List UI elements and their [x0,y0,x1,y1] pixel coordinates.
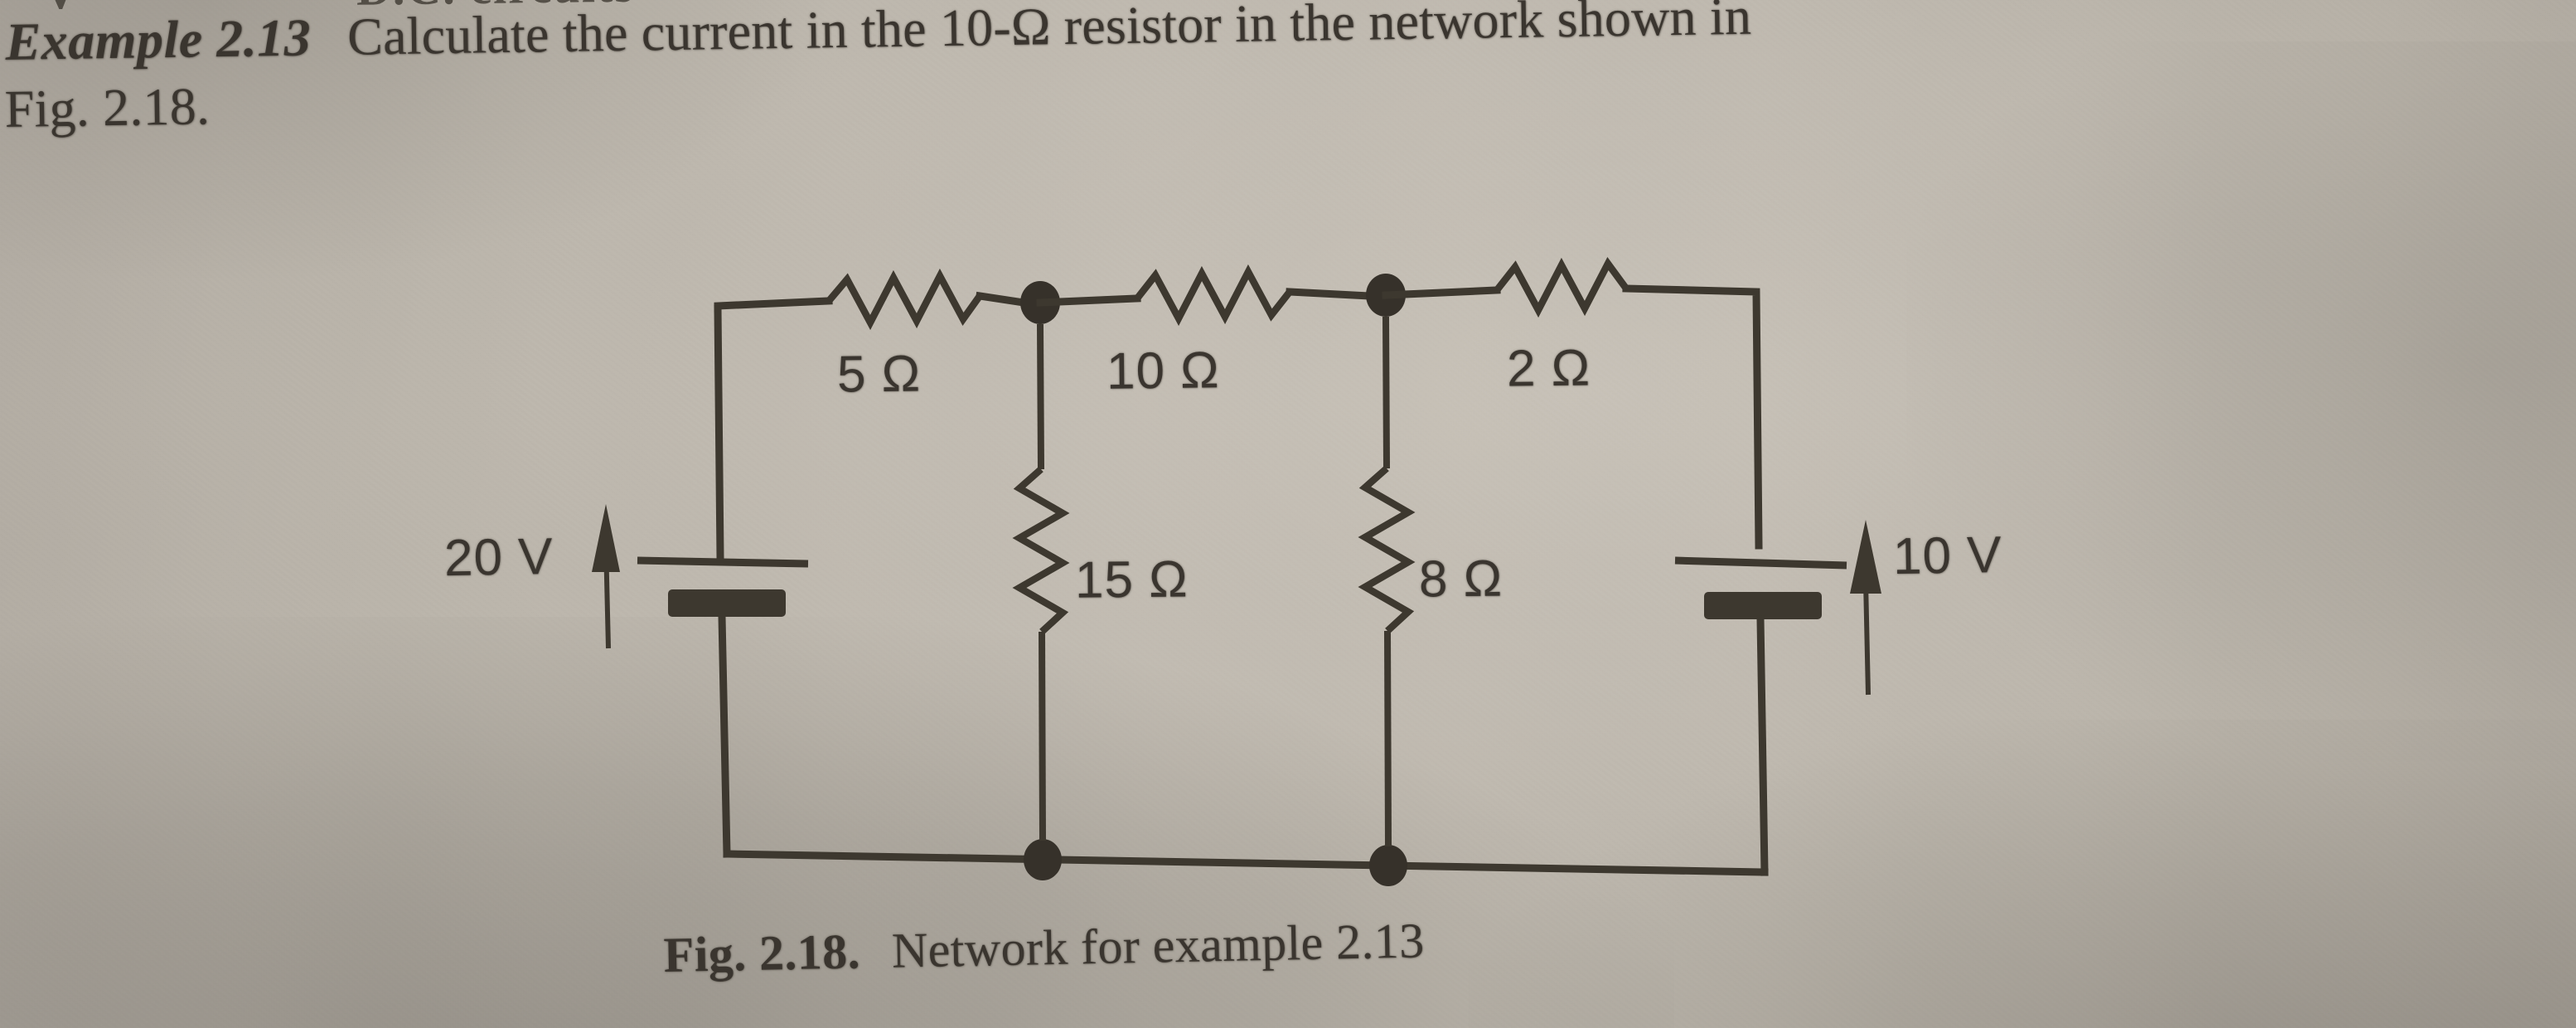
wire-left-arm-lower [718,613,731,858]
battery-20v-symbol [637,556,809,617]
label-resistor-8-ohm: 8 Ω [1418,550,1503,609]
wire-left-arm-upper [714,304,724,561]
resistor-2-ohm-symbol [1494,256,1629,318]
label-resistor-2-ohm: 2 Ω [1506,339,1591,398]
figure-title: Network for example 2.13 [891,913,1426,978]
label-resistor-10-ohm: 10 Ω [1106,342,1220,400]
node-bottom-right [1369,845,1407,886]
wire-bottom-rail [723,850,1769,876]
arrow-10v-head [1850,520,1881,594]
battery-10v-negative-plate [1704,592,1822,619]
arrow-20v-head [592,504,620,572]
wire-top-right-corner [1622,284,1763,550]
source-arrow-10v [1850,520,1881,696]
wire-8ohm-upper [1382,316,1390,469]
battery-20v-positive-plate [637,556,809,568]
wire-node1-to-10ohm [1036,294,1141,307]
wire-15ohm-lower [1039,631,1046,841]
battery-10v-positive-plate [1674,556,1847,570]
wire-8ohm-lower [1384,630,1392,847]
label-resistor-15-ohm: 15 Ω [1074,550,1189,609]
resistor-10-ohm-symbol [1134,264,1293,327]
resistor-8-ohm-symbol [1358,465,1416,634]
resistor-5-ohm-symbol [826,268,983,331]
wire-15ohm-upper [1037,323,1044,470]
label-resistor-5-ohm: 5 Ω [836,345,922,404]
arrow-10v-shaft [1863,579,1871,696]
wire-right-arm-lower [1756,615,1769,876]
source-arrow-20v [592,504,620,649]
top-rail-left-segment [714,297,833,313]
node-bottom-left [1024,839,1062,880]
wire-node2-to-2ohm [1382,286,1501,299]
battery-20v-negative-plate [668,589,786,617]
resistor-15-ohm-symbol [1012,466,1070,635]
figure-number: Fig. 2.18. [663,924,861,982]
battery-10v-symbol [1674,556,1847,619]
label-source-10v: 10 V [1892,526,2003,586]
label-source-20v: 20 V [443,527,554,588]
